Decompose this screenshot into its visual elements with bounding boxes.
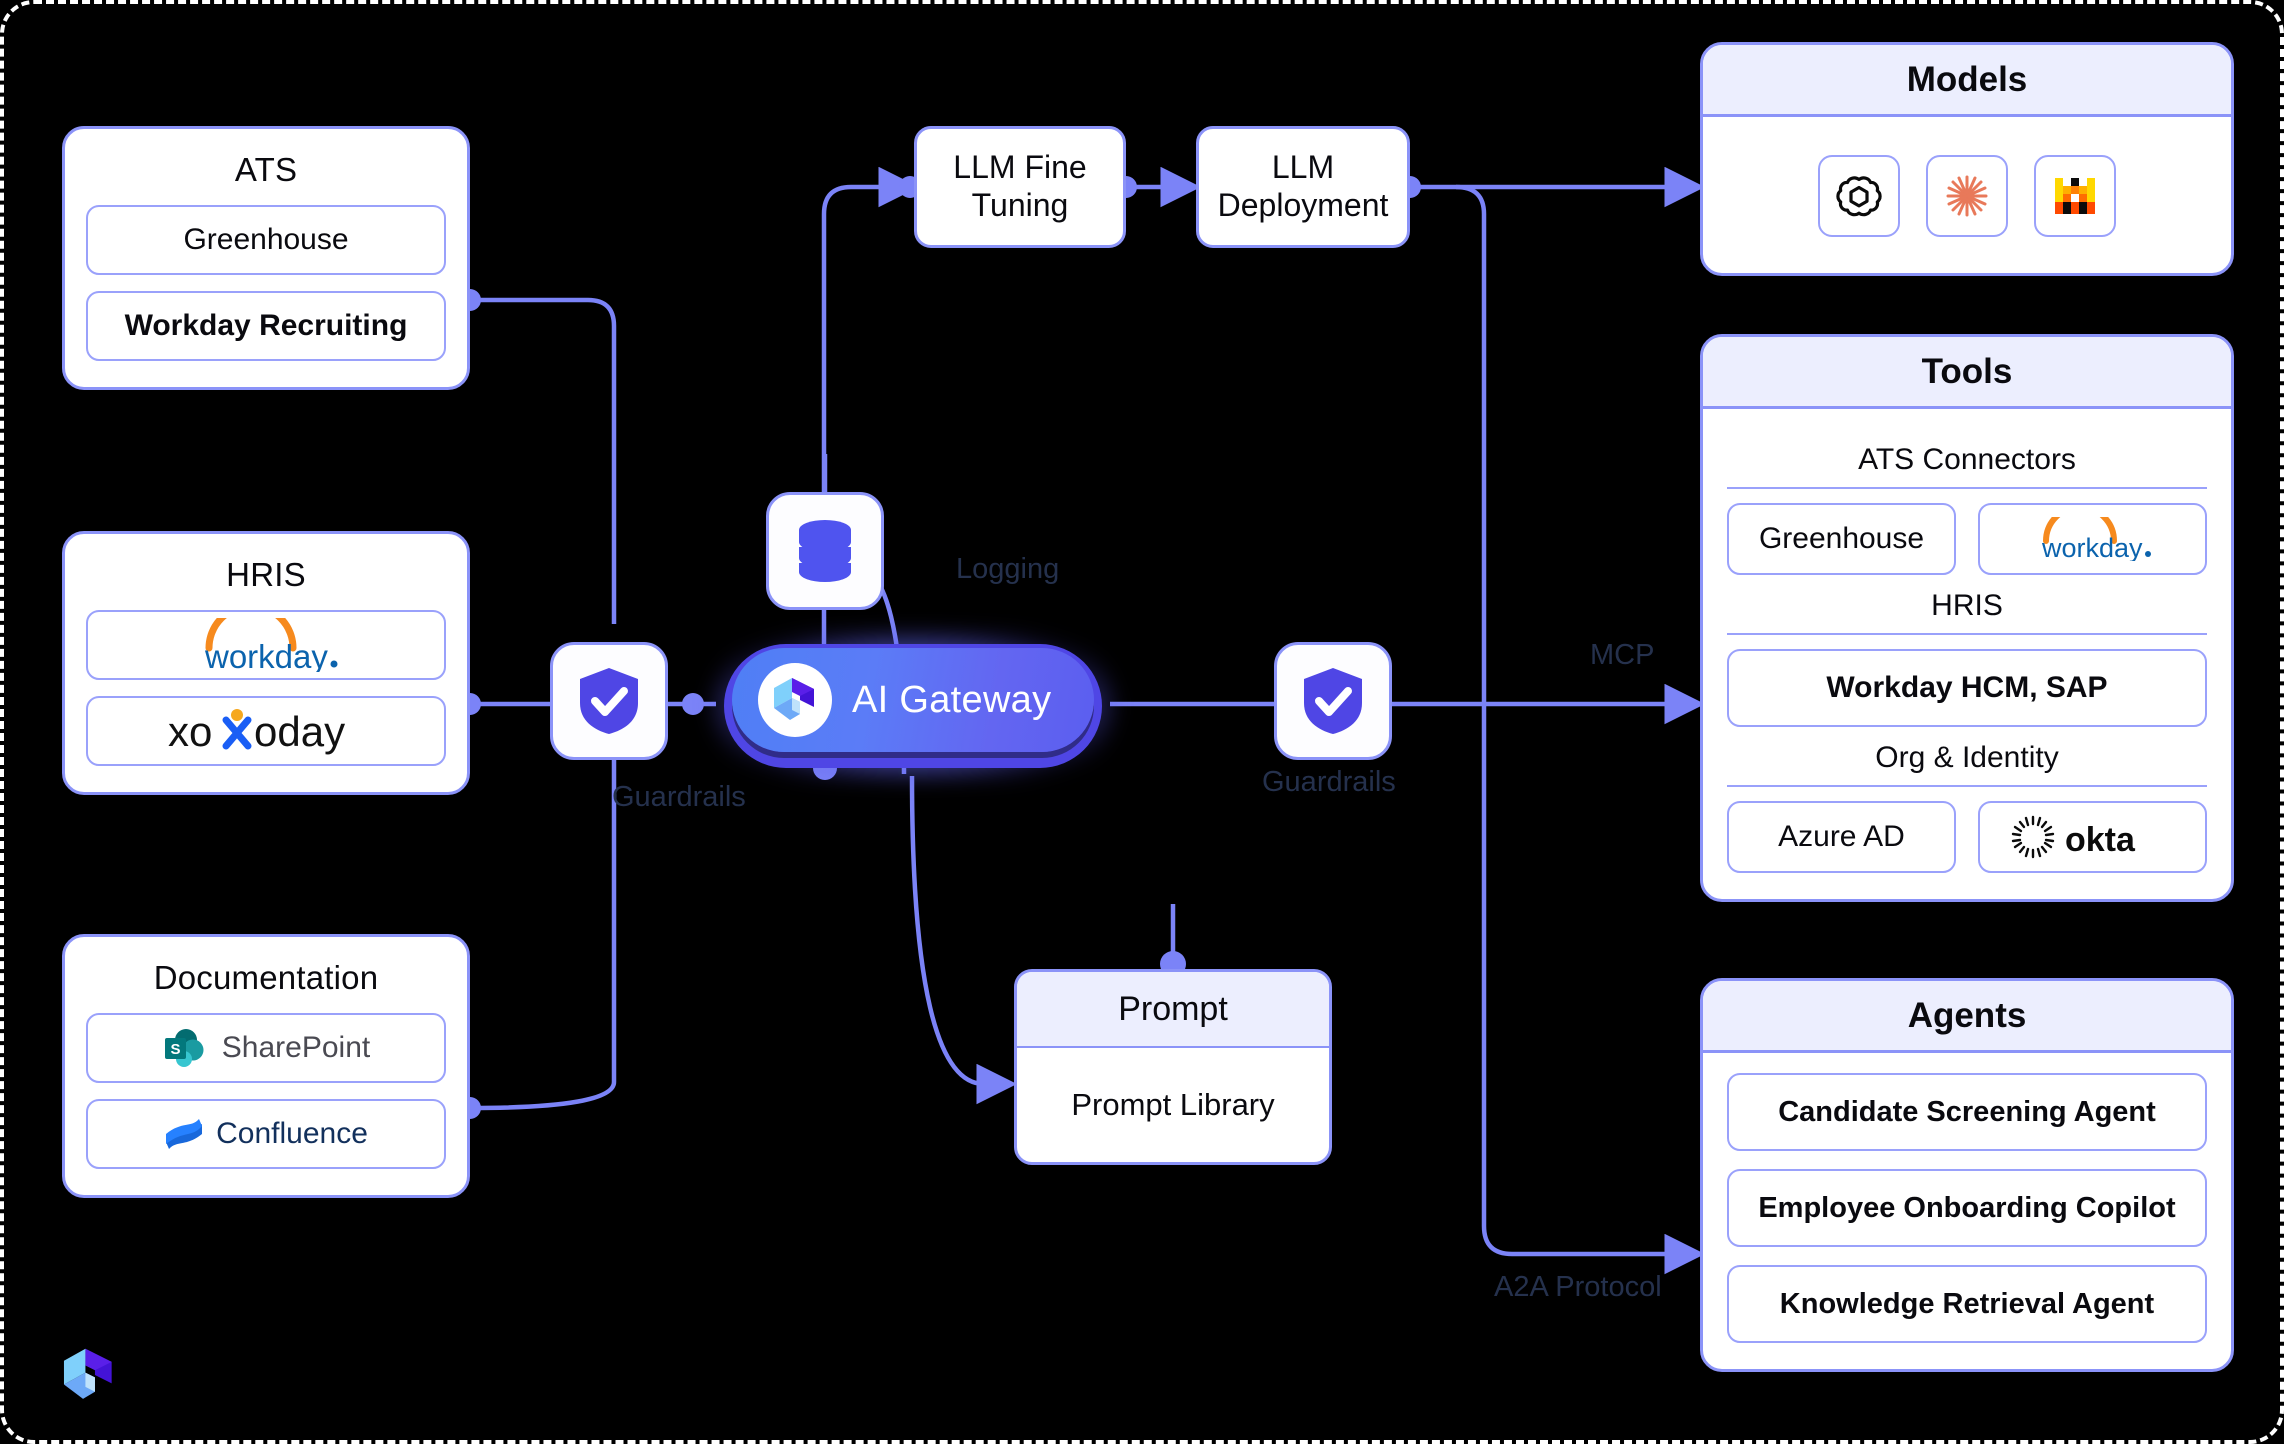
panel-title: Tools (1703, 337, 2231, 409)
agent-employee-onboarding[interactable]: Employee Onboarding Copilot (1727, 1169, 2207, 1247)
node-label: LLM Fine Tuning (953, 149, 1087, 223)
source-card-documentation[interactable]: Documentation S SharePoint Conflu (62, 934, 470, 1198)
sharepoint-icon: S (162, 1027, 208, 1069)
chip-greenhouse[interactable]: Greenhouse (86, 205, 446, 275)
panel-prompt[interactable]: Prompt Prompt Library (1014, 969, 1332, 1165)
divider (1727, 785, 2207, 787)
section-label-hris: HRIS (1931, 589, 2003, 622)
gateway-label: AI Gateway (852, 678, 1052, 721)
model-logo-openai[interactable] (1818, 155, 1900, 237)
shield-check-icon (1304, 668, 1362, 734)
chip-label: Knowledge Retrieval Agent (1779, 1287, 2155, 1320)
svg-text:S: S (170, 1041, 180, 1058)
portkey-cube-icon (758, 663, 832, 737)
svg-text:oday: oday (254, 708, 345, 755)
confluence-icon (164, 1116, 204, 1152)
chip-label: Employee Onboarding Copilot (1758, 1191, 2176, 1224)
database-icon (799, 520, 851, 582)
tool-workday[interactable]: workday workday (1978, 503, 2207, 575)
svg-text:okta: okta (2065, 821, 2136, 859)
chip-label: Workday Recruiting (124, 309, 408, 342)
chip-label: Greenhouse (183, 223, 349, 256)
shield-check-icon (580, 668, 638, 734)
node-logging-database[interactable] (766, 492, 884, 610)
tool-azure-ad[interactable]: Azure AD (1727, 801, 1956, 873)
edge-label-guardrails-output: Guardrails (1262, 766, 1396, 798)
card-title: HRIS (226, 556, 306, 593)
chip-confluence[interactable]: Confluence (86, 1099, 446, 1169)
chip-sharepoint[interactable]: S SharePoint (86, 1013, 446, 1083)
chip-workday[interactable]: workday workday (86, 610, 446, 680)
chip-label: Workday HCM, SAP (1826, 671, 2108, 704)
edge-label-mcp: MCP (1590, 639, 1655, 671)
tool-okta[interactable]: okta okta (1978, 801, 2207, 873)
divider (1727, 633, 2207, 635)
model-logo-claude[interactable] (1926, 155, 2008, 237)
prompt-library-item[interactable]: Prompt Library (1071, 1087, 1275, 1122)
source-card-hris[interactable]: HRIS workday workday xo oday xoxoday (62, 531, 470, 795)
panel-models[interactable]: Models (1700, 42, 2234, 276)
svg-text:workday: workday (2041, 533, 2143, 561)
chip-label: Greenhouse (1758, 522, 1925, 555)
svg-text:xo: xo (168, 708, 212, 755)
xoxoday-logo: xo oday (168, 708, 345, 755)
portkey-cube-logo (58, 1344, 120, 1406)
workday-logo: workday (204, 618, 338, 672)
panel-tools[interactable]: Tools ATS Connectors Greenhouse workday … (1700, 334, 2234, 902)
section-label-ats-connectors: ATS Connectors (1858, 443, 2076, 476)
card-title: Documentation (153, 959, 379, 996)
chip-label: Azure AD (1778, 820, 1905, 853)
panel-title: Models (1703, 45, 2231, 117)
anthropic-claude-logo (1946, 175, 1988, 217)
panel-title: Agents (1703, 981, 2231, 1053)
chip-workday-recruiting[interactable]: Workday Recruiting (86, 291, 446, 361)
panel-title: Prompt (1017, 972, 1329, 1048)
node-llm-deployment[interactable]: LLM Deployment (1196, 126, 1410, 248)
tool-greenhouse[interactable]: Greenhouse (1727, 503, 1956, 575)
edge-label-guardrails-input: Guardrails (612, 781, 746, 813)
svg-text:workday: workday (204, 638, 328, 672)
node-llm-fine-tuning[interactable]: LLM Fine Tuning (914, 126, 1126, 248)
model-logo-mistral[interactable] (2034, 155, 2116, 237)
edge-label-a2a-protocol: A2A Protocol (1494, 1271, 1662, 1303)
tool-workday-hcm-sap[interactable]: Workday HCM, SAP (1727, 649, 2207, 727)
chip-label: Candidate Screening Agent (1778, 1095, 2156, 1128)
openai-logo (1836, 176, 1882, 217)
node-ai-gateway[interactable]: AI Gateway (710, 630, 1116, 782)
node-guardrails-output[interactable] (1274, 642, 1392, 760)
chip-xoxoday[interactable]: xo oday xoxoday (86, 696, 446, 766)
edge-label-logging: Logging (956, 553, 1060, 585)
card-title: ATS (234, 151, 298, 188)
section-label-org-identity: Org & Identity (1875, 741, 2059, 774)
agent-knowledge-retrieval[interactable]: Knowledge Retrieval Agent (1727, 1265, 2207, 1343)
node-label: LLM Deployment (1217, 149, 1389, 223)
gateway-pill[interactable]: AI Gateway (732, 648, 1094, 752)
chip-label: Confluence (216, 1117, 368, 1150)
node-guardrails-input[interactable] (550, 642, 668, 760)
panel-agents[interactable]: Agents Candidate Screening Agent Employe… (1700, 978, 2234, 1372)
divider (1727, 487, 2207, 489)
workday-logo: workday (2041, 517, 2151, 561)
chip-label: SharePoint (221, 1031, 371, 1064)
source-card-ats[interactable]: ATS Greenhouse Workday Recruiting (62, 126, 470, 390)
agent-candidate-screening[interactable]: Candidate Screening Agent (1727, 1073, 2207, 1151)
okta-logo: okta (2011, 815, 2136, 859)
mistral-logo (2055, 178, 2095, 214)
